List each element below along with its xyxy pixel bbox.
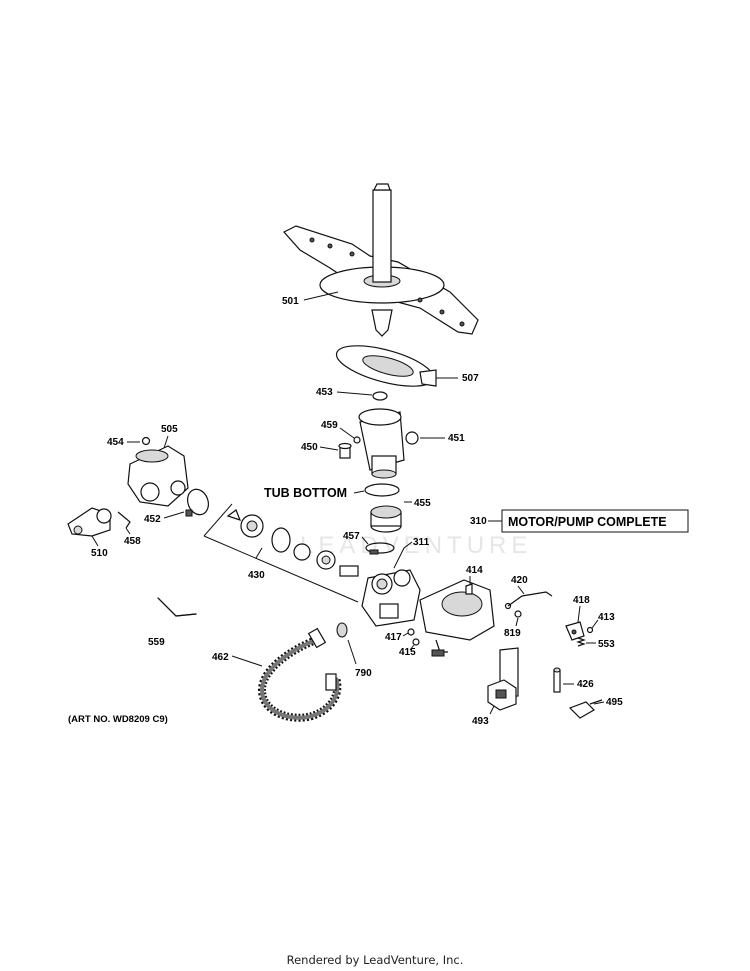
part-418-bracket[interactable]: [565, 621, 585, 641]
part-430-impeller-kit[interactable]: [226, 509, 359, 577]
callout-457: 457: [343, 531, 360, 542]
part-459-screw[interactable]: [353, 436, 361, 444]
callout-505: 505: [161, 424, 178, 435]
callout-455: 455: [414, 498, 431, 509]
motor-pump-complete-label: MOTOR/PUMP COMPLETE: [508, 515, 667, 529]
part-311-pump-housing[interactable]: [361, 569, 421, 627]
part-426-sensor[interactable]: [553, 667, 561, 693]
part-454-ball[interactable]: [141, 436, 151, 446]
callout-426: 426: [577, 679, 594, 690]
part-415-nut[interactable]: [412, 638, 420, 646]
part-451-sump-housing[interactable]: [358, 408, 419, 479]
callout-450: 450: [301, 442, 318, 453]
part-790-clamp[interactable]: [336, 622, 348, 638]
callout-311: 311: [413, 537, 430, 548]
callout-495: 495: [606, 697, 623, 708]
part-553-spring[interactable]: [576, 637, 586, 647]
callout-414: 414: [466, 565, 483, 576]
part-453-o-ring[interactable]: [372, 391, 388, 401]
part-819-screw[interactable]: [514, 610, 522, 618]
callout-413: 413: [598, 612, 615, 623]
callout-459: 459: [321, 420, 338, 431]
callout-501: 501: [282, 296, 299, 307]
callout-790: 790: [355, 668, 372, 679]
callout-553: 553: [598, 639, 615, 650]
part-493-mounting-bracket[interactable]: [487, 647, 519, 711]
part-413-screw[interactable]: [586, 626, 594, 634]
callout-510: 510: [91, 548, 108, 559]
part-507-filter-plate[interactable]: [333, 338, 438, 395]
callout-310: 310: [470, 516, 487, 527]
part-505-check-valve-housing[interactable]: [127, 445, 189, 507]
callout-453: 453: [316, 387, 333, 398]
callout-451: 451: [448, 433, 465, 444]
callout-458: 458: [124, 536, 141, 547]
callout-507: 507: [462, 373, 479, 384]
part-450-float[interactable]: [338, 442, 352, 459]
callout-420: 420: [511, 575, 528, 586]
art-number: (ART NO. WD8209 C9): [68, 714, 168, 725]
callout-452: 452: [144, 514, 161, 525]
part-417-screw[interactable]: [407, 628, 415, 636]
callout-430: 430: [248, 570, 265, 581]
part-458-clip[interactable]: [117, 511, 131, 529]
tub-bottom-label: TUB BOTTOM: [264, 486, 347, 500]
footer-credit: Rendered by LeadVenture, Inc.: [286, 953, 464, 967]
callout-819: 819: [504, 628, 521, 639]
part-559-hose[interactable]: [157, 597, 197, 617]
part-501-spray-arm[interactable]: [283, 183, 479, 337]
part-414-screw[interactable]: [465, 583, 473, 595]
part-420-wire-bracket[interactable]: [504, 591, 553, 610]
part-462-drain-hose[interactable]: [257, 627, 342, 722]
callout-493: 493: [472, 716, 489, 727]
part-510-drain-fitting[interactable]: [67, 507, 112, 537]
part-495-switch[interactable]: [568, 699, 603, 719]
callout-415: 415: [399, 647, 416, 658]
part-motor[interactable]: [419, 579, 495, 657]
part-452-clamp[interactable]: [184, 486, 212, 517]
callout-418: 418: [573, 595, 590, 606]
callout-559: 559: [148, 637, 165, 648]
watermark: LEADVENTURE: [300, 532, 532, 559]
callout-462: 462: [212, 652, 229, 663]
part-455-gasket[interactable]: [370, 505, 402, 533]
callout-454: 454: [107, 437, 124, 448]
motor-pump-complete-box: [501, 509, 689, 533]
callout-417: 417: [385, 632, 402, 643]
tub-bottom-ring: [364, 483, 400, 497]
part-457-clamp[interactable]: [365, 542, 395, 555]
